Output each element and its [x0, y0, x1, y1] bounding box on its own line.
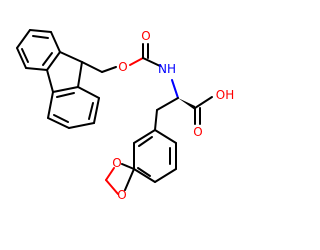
bond: [121, 163, 135, 170]
bond: [77, 86, 100, 99]
double-bond-inner: [56, 92, 75, 98]
bond: [133, 168, 156, 183]
bond: [154, 109, 158, 131]
dioxole-oxygen-top-label: O: [112, 156, 121, 170]
amine-label: NH: [158, 62, 176, 76]
molecule-structure: O O NH OH O O O: [16, 29, 234, 202]
bond: [16, 47, 27, 69]
fluorene-right-ring: [47, 86, 100, 129]
dioxole-ring: [105, 163, 135, 195]
fluorene-five-ring: [46, 51, 83, 93]
bond: [50, 31, 61, 53]
bond: [156, 97, 179, 111]
bond: [59, 51, 83, 63]
bond: [154, 129, 177, 144]
bond: [47, 91, 54, 119]
wedge-bond: [178, 98, 195, 110]
double-bond-inner: [88, 102, 94, 120]
bond: [129, 57, 144, 66]
benzodioxole-ring: [133, 129, 177, 183]
double-bond-inner: [32, 35, 49, 39]
bond: [171, 79, 179, 99]
bond: [101, 66, 117, 73]
bond: [105, 179, 119, 195]
hydroxyl-label: OH: [216, 88, 234, 102]
bond: [16, 29, 31, 49]
atom-labels: O O NH OH O O O: [112, 29, 234, 202]
double-bond-inner: [21, 48, 29, 63]
carbonyl-oxygen-label: O: [141, 29, 150, 43]
double-bond-inner: [42, 52, 53, 66]
double-bond-inner: [138, 136, 153, 147]
bond: [93, 97, 100, 124]
bond: [47, 117, 70, 129]
bond: [52, 86, 79, 93]
bond: [194, 96, 213, 109]
carbamate-oxygen-label: O: [118, 60, 127, 74]
dioxole-oxygen-bottom-label: O: [117, 188, 126, 202]
bond: [81, 61, 103, 73]
bond: [124, 168, 135, 191]
fluorene-left-ring: [16, 29, 61, 71]
amino-acid-core: [154, 79, 213, 131]
acid-oxygen-label: O: [193, 125, 202, 139]
double-bond-inner: [53, 114, 69, 123]
bond: [25, 67, 48, 71]
bond: [154, 168, 177, 183]
bond: [46, 51, 61, 71]
bond: [105, 167, 115, 181]
bond: [142, 57, 161, 67]
bond: [68, 122, 95, 129]
bond: [29, 29, 52, 33]
bond: [77, 61, 83, 88]
fmoc-linker: [81, 43, 161, 73]
bond: [133, 129, 156, 144]
bond: [46, 69, 54, 93]
double-bond-inner: [137, 167, 151, 177]
